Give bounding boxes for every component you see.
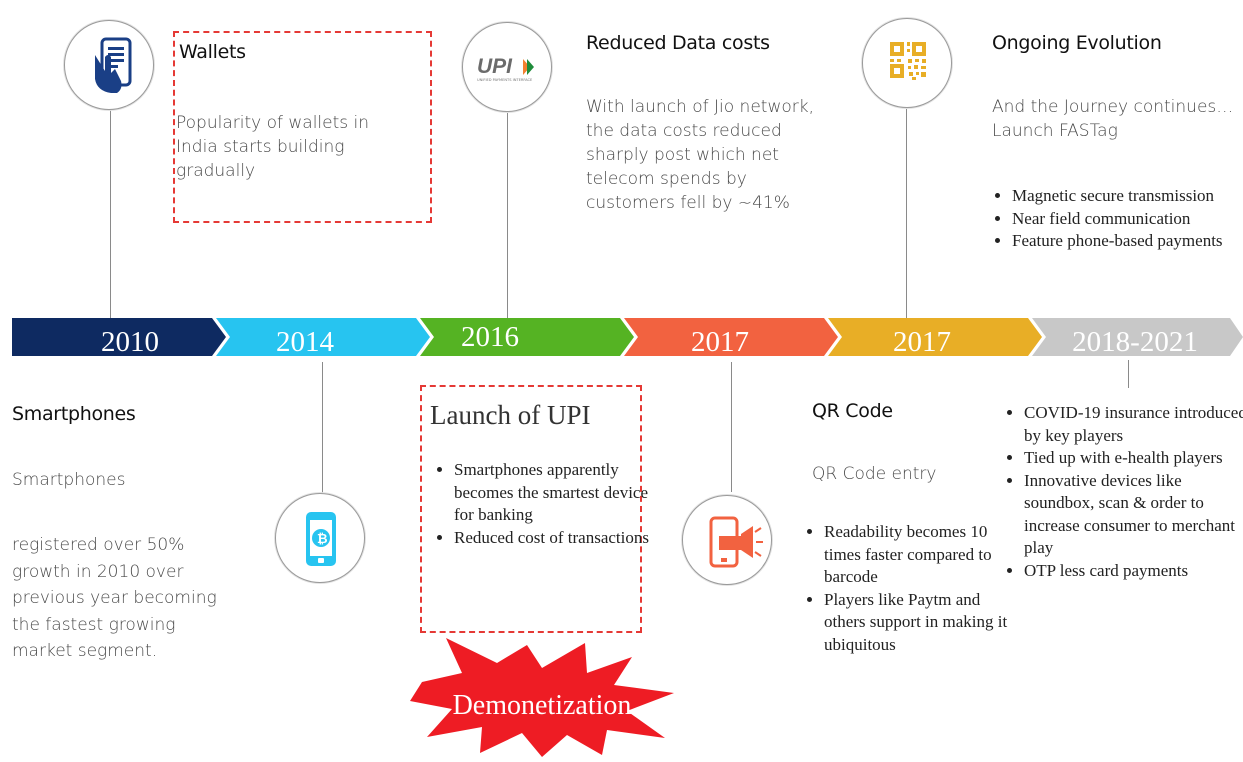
connector-2018-2021 <box>1128 360 1129 388</box>
upi-launch-bullet: Smartphones apparently becomes the smart… <box>454 459 654 527</box>
timeline-segment-2018-2021 <box>1032 318 1243 356</box>
timeline-segment-2017b <box>828 318 1042 356</box>
connector-2010 <box>110 110 111 318</box>
covid-bullet: OTP less card payments <box>1024 560 1243 583</box>
wallets-title: Wallets <box>179 41 246 63</box>
covid-bullets: COVID-19 insurance introduced by key pla… <box>1004 402 1243 582</box>
qr-title: QR Code <box>812 400 893 422</box>
covid-bullet: Tied up with e-health players <box>1024 447 1243 470</box>
bitcoin-phone-icon: ₿ <box>275 493 365 583</box>
qr-bullet: Players like Paytm and others support in… <box>824 589 1010 657</box>
timeline-segment-2017a <box>624 318 838 356</box>
upi-logo-subtext: UNIFIED PAYMENTS INTERFACE <box>477 78 533 82</box>
upi-launch-dashed-box <box>420 385 642 633</box>
year-label-2016: 2016 <box>461 321 519 353</box>
smartphones-text: registered over 50% growth in 2010 over … <box>12 535 217 661</box>
evolution-title: Ongoing Evolution <box>992 32 1162 54</box>
evolution-text: And the Journey continues…Launch FASTag <box>992 97 1234 141</box>
upi-launch-bullet: Reduced cost of transactions <box>454 527 654 550</box>
connector-2016 <box>507 112 508 318</box>
year-label-2018-2021: 2018-2021 <box>1072 326 1198 358</box>
upi-logo-text: UPI <box>477 55 513 78</box>
upi-logo-icon: UPI UNIFIED PAYMENTS INTERFACE <box>462 22 552 112</box>
qr-bullet: Readability becomes 10 times faster comp… <box>824 521 1010 589</box>
year-label-2017a: 2017 <box>691 326 749 358</box>
year-label-2014: 2014 <box>276 326 334 358</box>
year-label-2010: 2010 <box>101 326 159 358</box>
payment-megaphone-icon <box>682 495 772 585</box>
svg-text:₿: ₿ <box>317 532 328 547</box>
upi-launch-title: Launch of UPI <box>430 400 591 430</box>
demonetization-burst <box>410 638 674 757</box>
covid-bullet: Innovative devices like soundbox, scan &… <box>1024 470 1243 560</box>
smartphones-title: Smartphones <box>12 403 136 425</box>
connector-2017a <box>731 362 732 492</box>
wallets-dashed-box <box>173 31 432 223</box>
connector-2017b <box>906 108 907 318</box>
wallets-text: Popularity of wallets in India starts bu… <box>176 113 370 181</box>
evolution-bullet: Magnetic secure transmission <box>1012 185 1243 208</box>
evolution-bullet: Near field communication <box>1012 208 1243 231</box>
data-costs-title: Reduced Data costs <box>586 32 770 54</box>
timeline-segment-2014 <box>216 318 430 356</box>
demonetization-label: Demonetization <box>452 690 632 721</box>
qr-subtitle: QR Code entry <box>812 464 937 484</box>
smartphones-subtitle: Smartphones <box>12 470 126 490</box>
qr-bullets: Readability becomes 10 times faster comp… <box>804 521 1010 656</box>
upi-launch-bullets: Smartphones apparently becomes the smart… <box>434 459 654 549</box>
evolution-bullet: Feature phone-based payments <box>1012 230 1243 253</box>
data-costs-text: With launch of Jio network, the data cos… <box>586 97 814 213</box>
smartphone-hand-icon <box>64 20 154 110</box>
connector-2014 <box>322 362 323 502</box>
qr-code-icon <box>862 18 952 108</box>
timeline-segment-2016 <box>420 318 634 356</box>
evolution-bullets: Magnetic secure transmission Near field … <box>992 185 1243 253</box>
covid-bullet: COVID-19 insurance introduced by key pla… <box>1024 402 1243 447</box>
year-label-2017b: 2017 <box>893 326 951 358</box>
timeline-segment-2010 <box>12 318 226 356</box>
